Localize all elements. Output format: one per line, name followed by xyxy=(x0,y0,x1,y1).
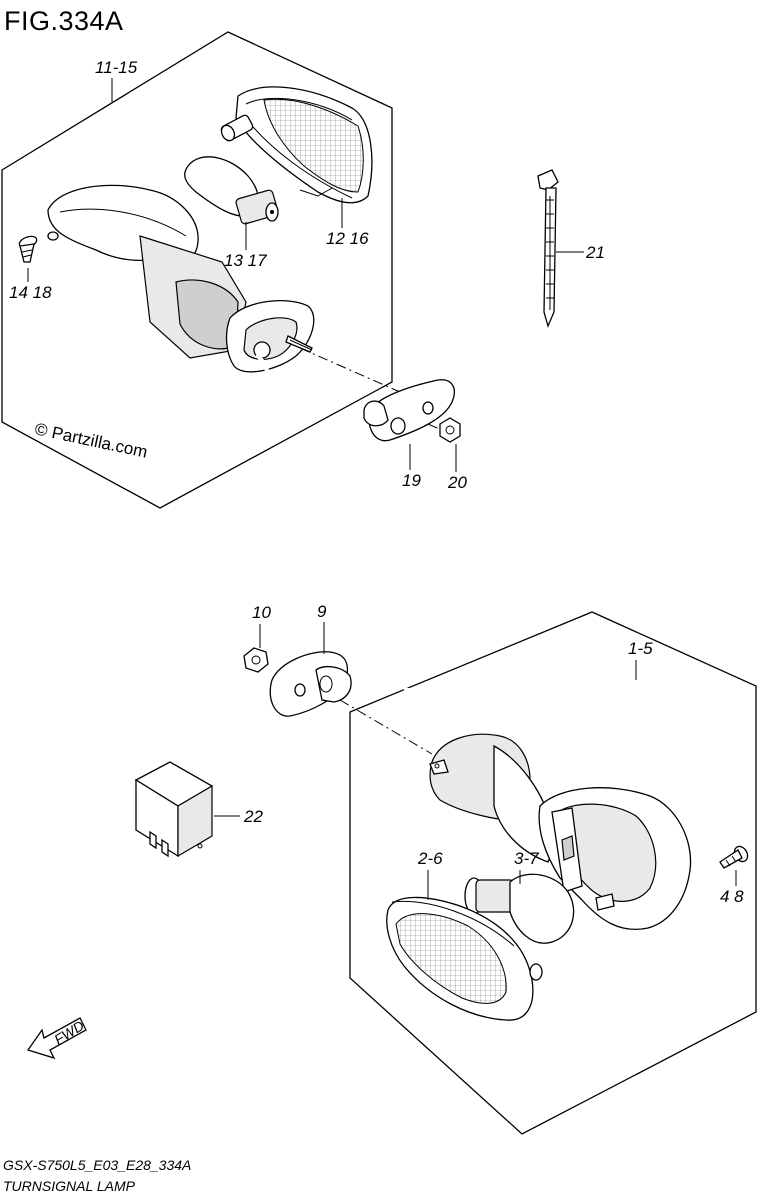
cable-tie xyxy=(537,169,559,328)
callout-3-7: 3-7 xyxy=(514,849,539,868)
front-lens-lower xyxy=(386,896,543,1021)
callout-13-17: 13 17 xyxy=(224,251,267,270)
callout-20: 20 xyxy=(447,473,467,492)
callout-1-5: 1-5 xyxy=(628,639,653,658)
gasket-upper xyxy=(363,379,455,442)
bulb-upper xyxy=(184,156,279,225)
bulb-lower xyxy=(464,873,575,944)
fwd-arrow: FWD xyxy=(26,1017,87,1060)
callout-22: 22 xyxy=(243,807,263,826)
callout-2-6: 2-6 xyxy=(417,849,443,868)
front-lens-upper xyxy=(220,86,373,204)
callout-12-16: 12 16 xyxy=(326,229,369,248)
gasket-lower xyxy=(269,651,352,717)
watermark: © Partzilla.com xyxy=(33,419,149,461)
footer-name: TURNSIGNAL LAMP xyxy=(3,1178,136,1194)
figure-title: FIG.334A xyxy=(4,6,124,36)
nut-upper xyxy=(439,417,461,443)
callout-9: 9 xyxy=(317,602,327,621)
center-line-upper xyxy=(299,347,401,393)
callout-19: 19 xyxy=(402,471,421,490)
lower-box-frame xyxy=(349,611,757,1135)
lower-assembly: 1-5 4 8 3-7 xyxy=(349,611,757,1135)
upper-box-frame xyxy=(1,31,393,509)
callout-4-8: 4 8 xyxy=(720,887,744,906)
callout-10: 10 xyxy=(252,603,271,622)
nut-lower xyxy=(243,647,269,673)
callout-11-15: 11-15 xyxy=(95,58,138,77)
center-line-lower xyxy=(339,699,433,755)
callout-21: 21 xyxy=(585,243,605,262)
callout-14-18: 14 18 xyxy=(9,283,52,302)
footer-code: GSX-S750L5_E03_E28_334A xyxy=(3,1157,191,1173)
lamp-housing-upper xyxy=(47,184,315,445)
upper-assembly: 11-15 12 16 13 17 xyxy=(1,31,393,509)
screw-upper xyxy=(18,235,38,263)
flasher-relay xyxy=(134,761,214,858)
